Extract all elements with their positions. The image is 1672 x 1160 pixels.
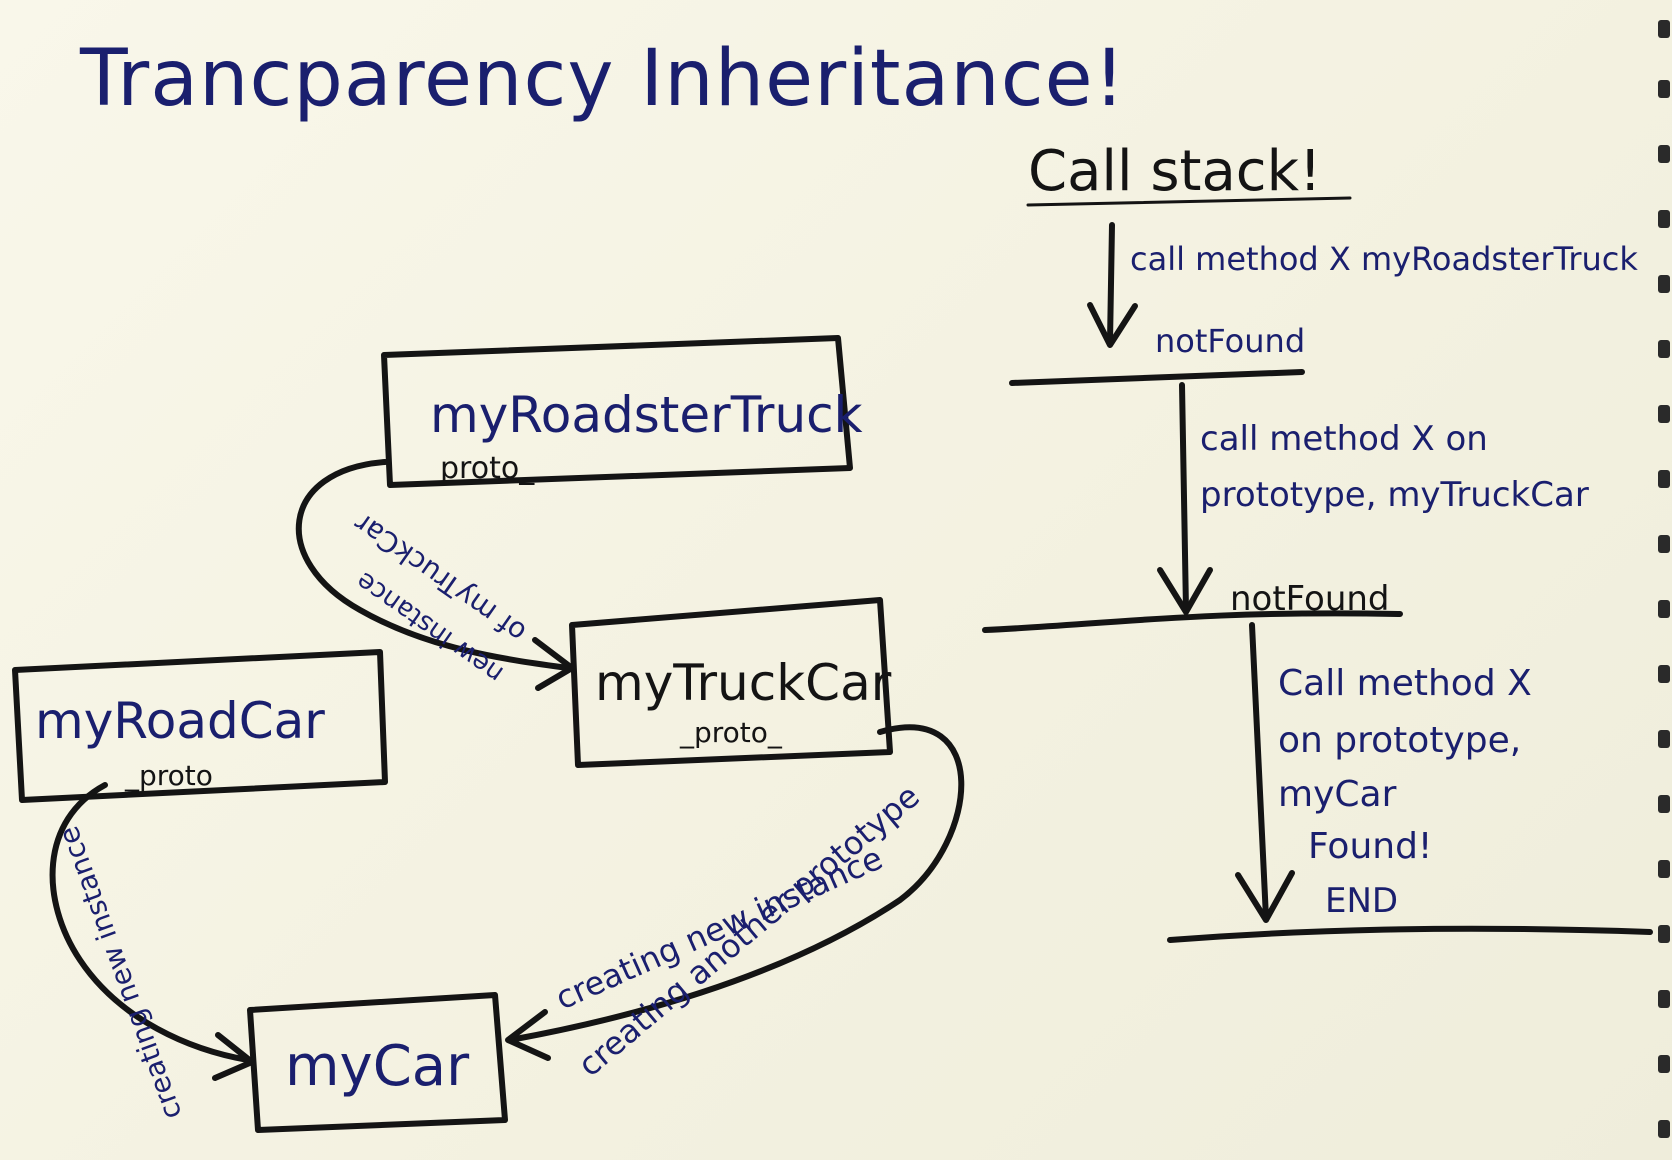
node-label: myTruckCar	[595, 654, 892, 712]
call-step-3-result: Found!	[1308, 826, 1432, 867]
node-my-road-car: myRoadCar _proto_	[12, 649, 388, 803]
edge-label-road-to-car: creating new instance	[52, 822, 189, 1124]
call-step-3-line3: myCar	[1278, 774, 1397, 815]
proto-label: _proto_	[679, 716, 783, 749]
page-perforation	[1658, 20, 1670, 1138]
call-step-3-line2: on prototype,	[1278, 720, 1521, 761]
edge-label-truck-to-car: creating new instance creating another p…	[550, 777, 927, 1084]
node-label: myCar	[285, 1034, 470, 1099]
call-step-1-result: notFound	[1155, 322, 1305, 360]
node-my-car: myCar	[247, 992, 508, 1133]
node-my-roadster-truck: myRoadsterTruck _proto_	[381, 335, 863, 488]
proto-label: _proto_	[424, 451, 535, 486]
call-step-2-line1: call method X on	[1200, 419, 1488, 459]
call-step-1-text: call method X myRoadsterTruck	[1130, 240, 1638, 278]
edge-roadster-to-truck	[295, 459, 575, 691]
call-step-3-line1: Call method X	[1278, 663, 1532, 704]
proto-label: _proto_	[124, 759, 228, 792]
edge-road-to-car	[49, 782, 255, 1081]
edge-label-line2: creating another prototype	[571, 777, 927, 1084]
call-step-2-line2: prototype, myTruckCar	[1200, 475, 1589, 515]
call-stack-title: Call stack!	[1028, 139, 1321, 204]
call-stack: Call stack! call method X myRoadsterTruc…	[982, 139, 1653, 943]
edge-label-text: creating new instance	[52, 822, 189, 1124]
edge-truck-to-car	[505, 724, 965, 1061]
page-title: Trancparency Inheritance!	[79, 34, 1126, 124]
call-step-3-end: END	[1325, 881, 1398, 921]
node-label: myRoadsterTruck	[430, 386, 863, 444]
node-label: myRoadCar	[35, 692, 325, 750]
node-my-truck-car: myTruckCar _proto_	[569, 597, 893, 768]
edge-label-roadster-to-truck: new instance of myTruckCar	[347, 506, 532, 689]
